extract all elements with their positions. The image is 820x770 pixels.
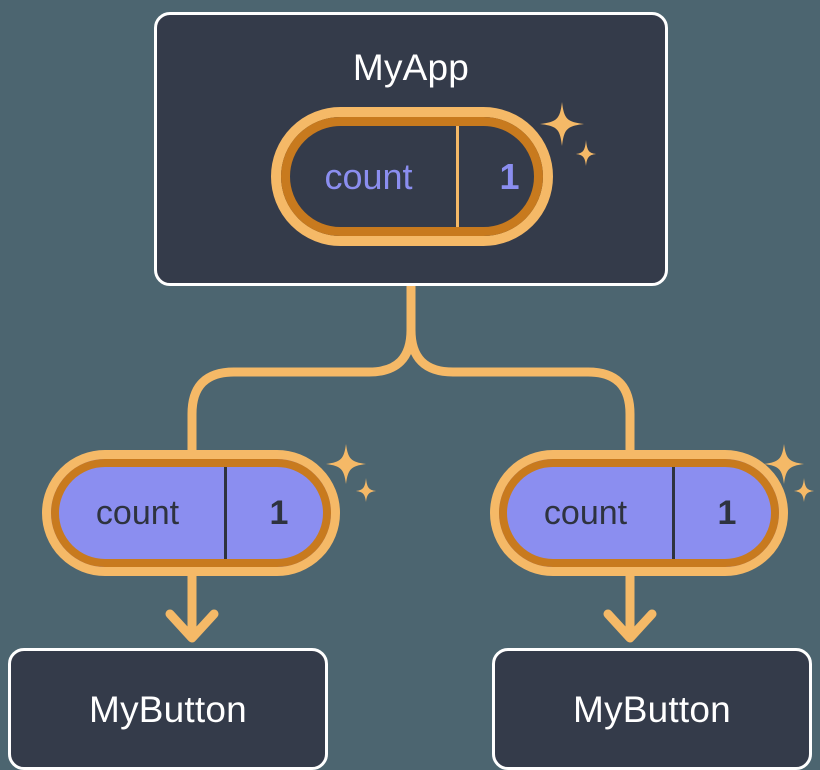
state-pill-inner: count 1 xyxy=(51,459,331,567)
page-title: MyApp xyxy=(352,47,470,88)
component-card-mybutton-right[interactable]: MyButton xyxy=(492,648,812,770)
tree-connector xyxy=(187,286,635,452)
state-pill-myapp[interactable]: count 1 xyxy=(271,107,553,246)
state-pill-inner: count 1 xyxy=(499,459,779,567)
state-value: 1 xyxy=(269,493,289,532)
component-label: MyButton xyxy=(89,688,247,730)
state-value: 1 xyxy=(717,493,737,532)
arrow-down-icon-left xyxy=(165,576,219,643)
component-card-mybutton-left[interactable]: MyButton xyxy=(8,648,328,770)
state-key: count xyxy=(281,117,459,236)
state-key: count xyxy=(51,459,227,567)
state-pill-left[interactable]: count 1 xyxy=(42,450,340,576)
arrow-down-icon-right xyxy=(603,576,657,643)
state-key: count xyxy=(499,459,675,567)
state-pill-right[interactable]: count 1 xyxy=(490,450,788,576)
state-value: 1 xyxy=(499,155,520,197)
component-label: MyButton xyxy=(573,688,731,730)
state-pill-inner: count 1 xyxy=(281,117,543,236)
